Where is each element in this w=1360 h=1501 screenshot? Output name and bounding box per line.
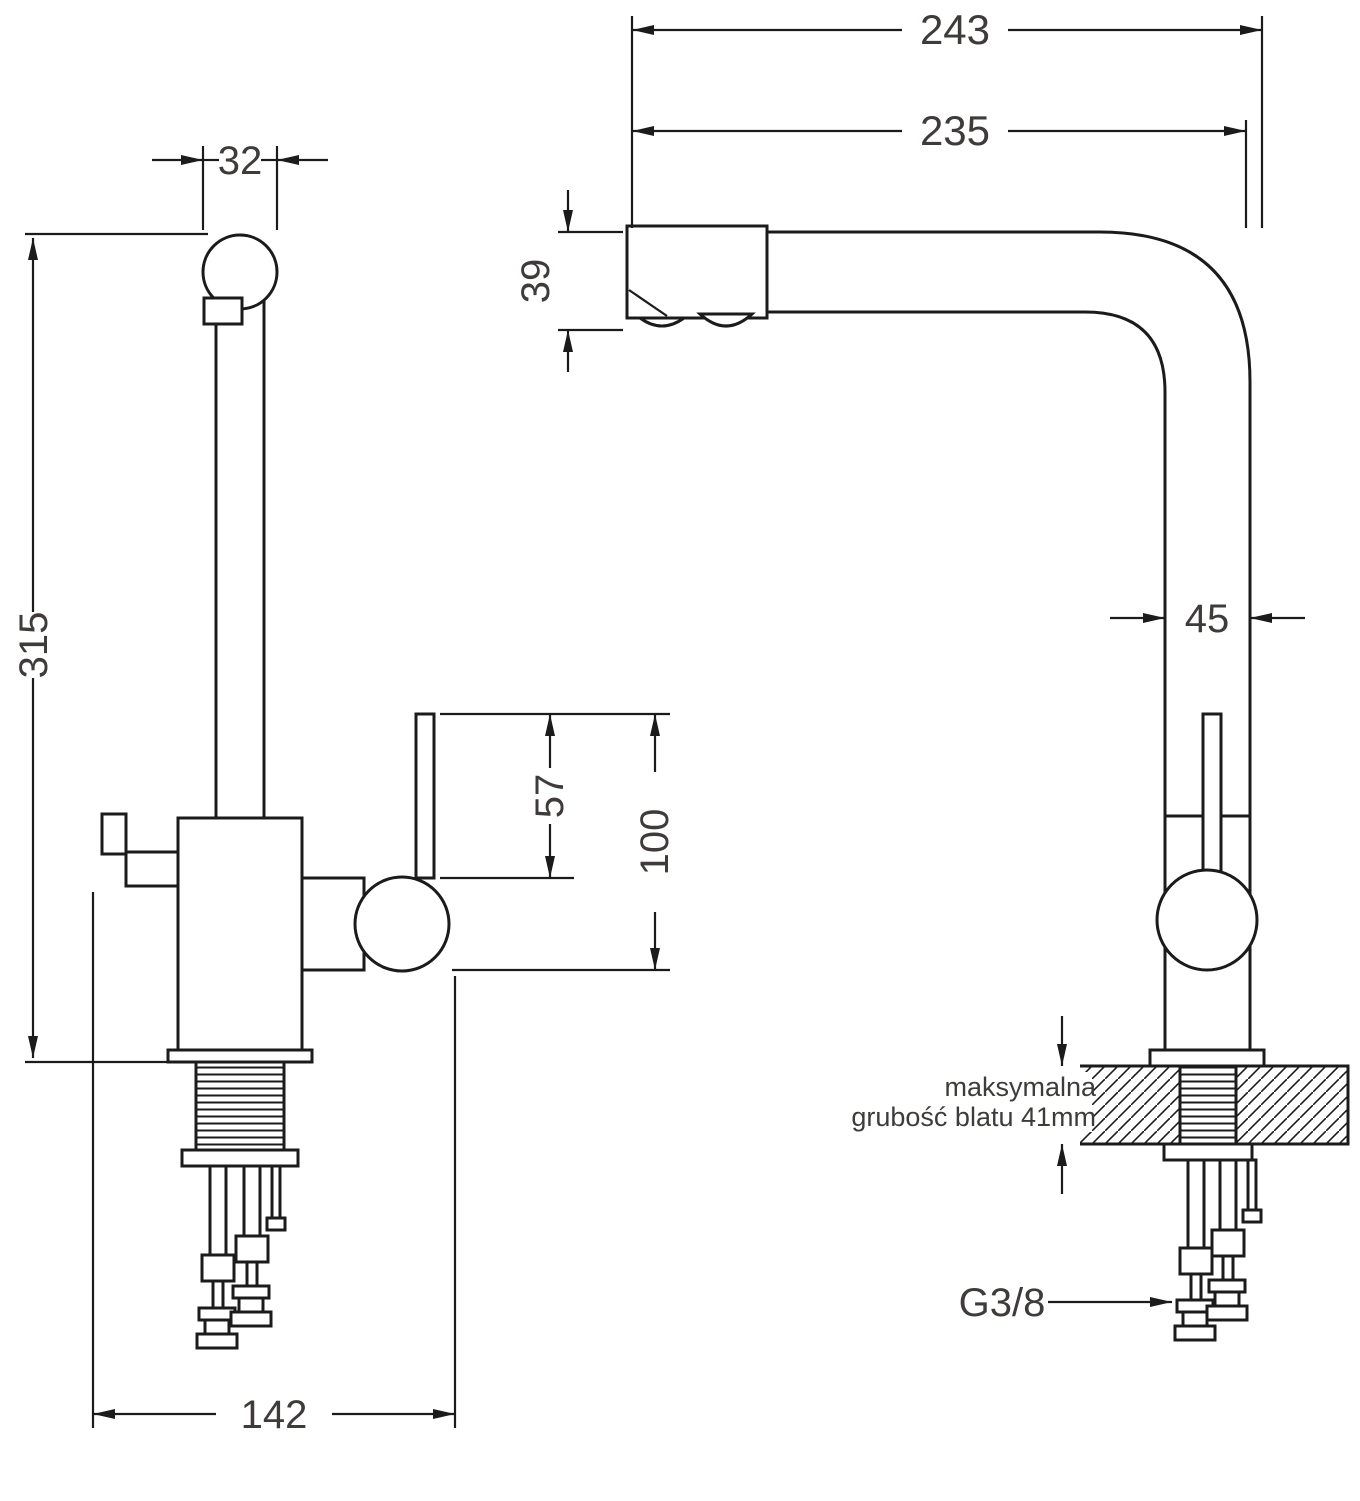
threaded-shank <box>194 1060 286 1152</box>
dim-handle-total-height: 100 <box>452 714 677 972</box>
dim-body-depth: 45 <box>1110 597 1305 641</box>
spout-pipe-inner <box>767 310 1167 1050</box>
faucet-column <box>214 298 266 820</box>
thread-size-callout: G3/8 <box>959 1281 1172 1325</box>
dim-32-label: 32 <box>218 139 263 183</box>
note-background <box>856 1072 1092 1132</box>
dim-base-width: 142 <box>91 892 457 1437</box>
mounting-stud <box>270 1164 282 1220</box>
base-flange-side <box>1148 1048 1266 1068</box>
mounting-washer-side <box>1162 1142 1254 1162</box>
countertop-thickness-note: maksymalna grubość blatu 41mm <box>851 1016 1097 1194</box>
dim-142-label: 142 <box>241 1393 308 1437</box>
base-flange <box>166 1048 314 1064</box>
mixer-lever <box>100 812 180 888</box>
side-view: 243 235 39 45 maksymalna grub <box>514 6 1350 1342</box>
mounting-washer <box>180 1148 300 1168</box>
dim-total-reach: 243 <box>630 6 1264 228</box>
dim-spout-width: 32 <box>152 139 328 230</box>
dim-315-label: 315 <box>12 612 56 679</box>
spout-pipe-outer <box>767 230 1252 1050</box>
note-line1: maksymalna <box>944 1072 1097 1102</box>
countertop-section <box>856 1064 1350 1146</box>
dim-handle-height: 57 <box>440 712 670 880</box>
dim-total-height: 315 <box>12 232 208 1064</box>
dim-57-label: 57 <box>528 774 572 819</box>
note-line2: grubość blatu 41mm <box>851 1102 1096 1132</box>
threaded-shank-side <box>1178 1064 1238 1146</box>
dim-45-label: 45 <box>1185 597 1230 641</box>
thread-size-label: G3/8 <box>959 1281 1046 1325</box>
dim-spout-reach: 235 <box>632 107 1248 228</box>
spout-head <box>625 224 769 328</box>
front-view: 32 315 57 100 <box>12 139 677 1437</box>
dim-100-label: 100 <box>633 809 677 876</box>
dim-39-label: 39 <box>514 259 558 304</box>
mounting-stud-side <box>1246 1158 1258 1212</box>
faucet-body <box>176 816 304 1052</box>
aerator <box>635 316 689 328</box>
filter-handle-assembly <box>300 712 451 973</box>
supply-hoses-side <box>1173 1158 1263 1342</box>
dim-243-label: 243 <box>920 6 990 53</box>
valve-joint <box>1155 868 1259 972</box>
spout-outlet <box>202 296 244 326</box>
filter-handle <box>1201 712 1223 876</box>
dim-235-label: 235 <box>920 107 990 154</box>
supply-hoses <box>195 1164 287 1350</box>
dim-spout-end-height: 39 <box>514 190 623 372</box>
